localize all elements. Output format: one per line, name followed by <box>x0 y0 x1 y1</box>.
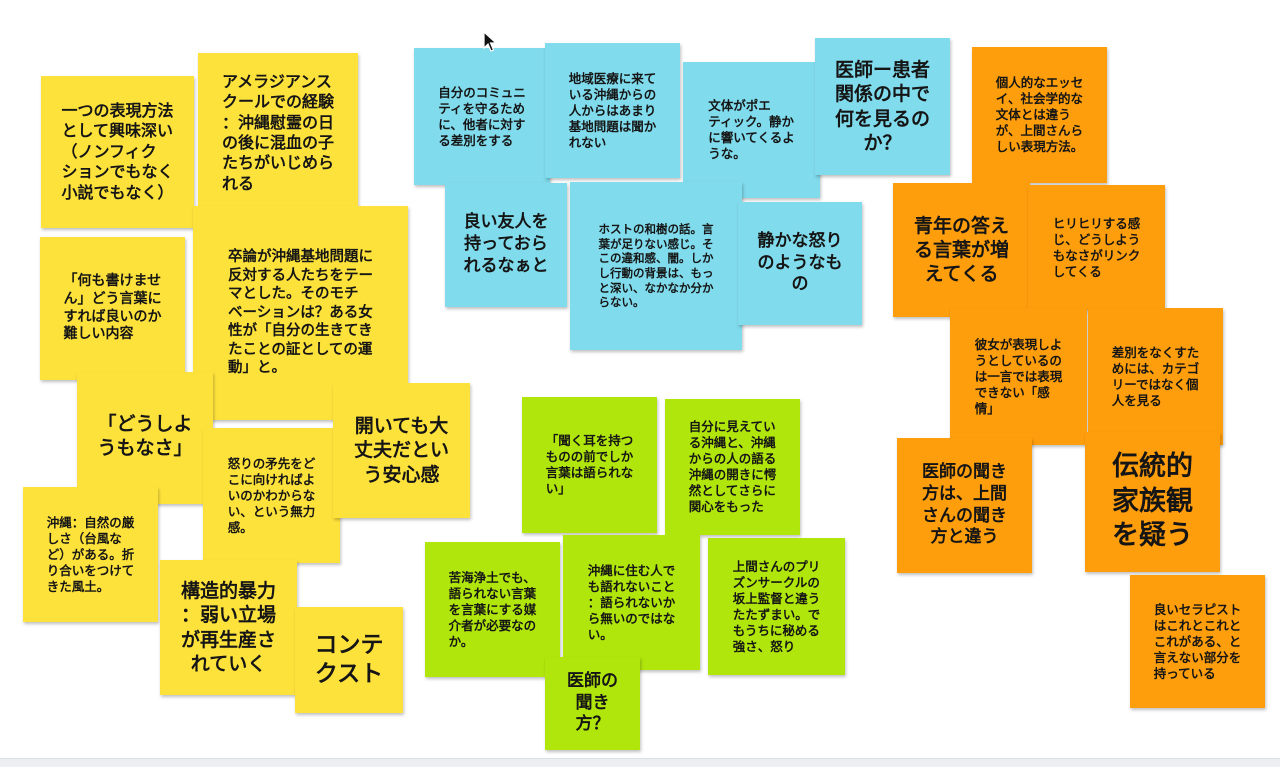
note-text: 伝統的 家族観 を疑う <box>1112 451 1193 552</box>
sticky-note[interactable]: 文体がポエ ティック。静か に響いてくるよ うな。 <box>683 62 820 198</box>
note-text: 沖縄：自然の厳 しさ（台風な ど）がある。折 り合いをつけて きた風土。 <box>46 514 135 594</box>
note-text: 個人的なエッセ イ、社会学的な 文体とは違う が、上間さんら しい表現方法。 <box>995 75 1084 154</box>
sticky-note[interactable]: 医師の 聞き 方？ <box>545 657 640 750</box>
note-text: 構造的暴力 ：弱い立場 が再生産さ れていく <box>180 579 276 675</box>
note-text: 文体がポエ ティック。静か に響いてくるよ うな。 <box>708 98 795 161</box>
sticky-note[interactable]: 差別をなくすた めには、カテゴ リーではなく個 人を見る <box>1088 308 1223 445</box>
note-text: 苦海浄土でも、 語られない言葉 を言葉にする媒 介者が必要なの か。 <box>448 569 537 649</box>
note-text: 「聞く耳を持つ ものの前でしか 言葉は語られな い」 <box>545 433 634 496</box>
sticky-note[interactable]: 彼女が表現しよ うとしているの は一言では表現 できない「感 情」 <box>950 308 1087 445</box>
note-text: 青年の答え る言葉が増 えてくる <box>913 214 1009 286</box>
note-text: 良い友人を 持っておら れるなぁと <box>463 212 549 276</box>
sticky-note[interactable]: 自分に見えてい る沖縄と、沖縄 からの人の語る 沖縄の開きに愕 然としてさらに … <box>665 399 800 535</box>
sticky-note[interactable]: 開いても大 丈夫だとい う安心感 <box>333 383 470 518</box>
sticky-note[interactable]: 構造的暴力 ：弱い立場 が再生産さ れていく <box>160 560 297 695</box>
note-text: 医師の聞き 方は、上間 さんの聞き 方と違う <box>922 462 1007 548</box>
sticky-note[interactable]: 青年の答え る言葉が増 えてくる <box>893 183 1030 317</box>
sticky-note[interactable]: 「聞く耳を持つ ものの前でしか 言葉は語られな い」 <box>522 397 657 533</box>
note-text: 差別をなくすた めには、カテゴ リーではなく個 人を見る <box>1111 344 1200 408</box>
note-text: コンテ クスト <box>314 631 384 687</box>
sticky-note[interactable]: 苦海浄土でも、 語られない言葉 を言葉にする媒 介者が必要なの か。 <box>425 542 560 677</box>
sticky-note[interactable]: 伝統的 家族観 を疑う <box>1085 432 1220 572</box>
sticky-note[interactable]: 医師の聞き 方は、上間 さんの聞き 方と違う <box>897 438 1032 573</box>
note-text: ヒリヒリする感 じ、どうしよう もなさがリンク してくる <box>1052 215 1141 279</box>
note-text: 自分のコミュニ ティを守るため に、他者に対す る差別をする <box>438 84 526 148</box>
sticky-note[interactable]: 「何も書けませ ん」どう言葉に すれば良いのか 難しい内容 <box>40 237 185 380</box>
sticky-note[interactable]: アメラジアンス クールでの経験 ：沖縄慰霊の日 の後に混血の子 たちがいじめら … <box>198 53 358 213</box>
note-text: 怒りの矛先をど こに向ければよ いのかわからな い、という無力 感。 <box>227 455 316 535</box>
sticky-note[interactable]: 一つの表現方法 として興味深い （ノンフィク ションでもなく 小説でもなく） <box>41 76 194 228</box>
sticky-note[interactable]: ホストの和樹の話。言 葉が足りない感じ。そ この違和感、闇。しか し行動の背景は… <box>570 182 742 350</box>
note-text: 地域医療に来て いる沖縄からの 人からはあまり 基地問題は聞か れない <box>568 70 657 150</box>
note-text: 自分に見えてい る沖縄と、沖縄 からの人の語る 沖縄の開きに愕 然としてさらに … <box>688 419 777 514</box>
note-text: 医師ー患者 関係の中で 何を見るの か？ <box>834 58 930 154</box>
note-text: 静かな怒り のようなも の <box>757 230 843 295</box>
sticky-note[interactable]: 良い友人を 持っておら れるなぁと <box>445 183 567 307</box>
note-text: 開いても大 丈夫だとい う安心感 <box>353 415 449 486</box>
sticky-note[interactable]: 自分のコミュニ ティを守るため に、他者に対す る差別をする <box>414 48 550 185</box>
sticky-note[interactable]: 上間さんのプリ ズンサークルの 坂上監督と違う たたずまい。で もうちに秘める … <box>708 538 845 675</box>
note-text: 「何も書けませ ん」どう言葉に すれば良いのか 難しい内容 <box>63 272 162 343</box>
note-text: 上間さんのプリ ズンサークルの 坂上監督と違う たたずまい。で もうちに秘める … <box>732 558 821 654</box>
sticky-note[interactable]: 静かな怒り のようなも の <box>738 202 862 325</box>
sticky-note[interactable]: 個人的なエッセ イ、社会学的な 文体とは違う が、上間さんら しい表現方法。 <box>972 47 1107 183</box>
note-text: 医師の 聞き 方？ <box>567 670 618 735</box>
note-text: 卒論が沖縄基地問題に 反対する人たちをテー マとした。そのモチ ベーションは？あ… <box>228 249 373 377</box>
note-text: 一つの表現方法 として興味深い （ノンフィク ションでもなく 小説でもなく） <box>61 100 174 202</box>
sticky-note[interactable]: 「どうしよ うもなさ」 <box>77 372 213 504</box>
note-text: 沖縄に住む人で も語れないこと ：語られないか ら無いのではな い。 <box>587 563 676 642</box>
sticky-note[interactable]: 良いセラピスト はこれとこれと これがある、と 言えない部分を 持っている <box>1130 575 1265 708</box>
note-text: 「どうしよ うもなさ」 <box>97 413 193 460</box>
sticky-note[interactable]: 卒論が沖縄基地問題に 反対する人たちをテー マとした。そのモチ ベーションは？あ… <box>193 206 408 420</box>
bottom-bar <box>0 758 1280 767</box>
sticky-note[interactable]: コンテ クスト <box>295 607 403 713</box>
note-text: 良いセラピスト はこれとこれと これがある、と 言えない部分を 持っている <box>1153 601 1242 681</box>
note-text: ホストの和樹の話。言 葉が足りない感じ。そ この違和感、闇。しか し行動の背景は… <box>598 221 714 310</box>
note-text: 彼女が表現しよ うとしているの は一言では表現 できない「感 情」 <box>974 336 1063 416</box>
note-text: アメラジアンス クールでの経験 ：沖縄慰霊の日 の後に混血の子 たちがいじめら … <box>221 71 334 193</box>
sticky-note[interactable]: 地域医療に来て いる沖縄からの 人からはあまり 基地問題は聞か れない <box>545 43 680 178</box>
sticky-note[interactable]: 沖縄：自然の厳 しさ（台風な ど）がある。折 り合いをつけて きた風土。 <box>23 487 158 622</box>
sticky-note[interactable]: 怒りの矛先をど こに向ければよ いのかわからな い、という無力 感。 <box>203 428 340 563</box>
sticky-note[interactable]: ヒリヒリする感 じ、どうしよう もなさがリンク してくる <box>1028 185 1165 310</box>
sticky-note[interactable]: 医師ー患者 関係の中で 何を見るの か？ <box>815 38 950 175</box>
sticky-note[interactable]: 沖縄に住む人で も語れないこと ：語られないか ら無いのではな い。 <box>563 535 700 670</box>
